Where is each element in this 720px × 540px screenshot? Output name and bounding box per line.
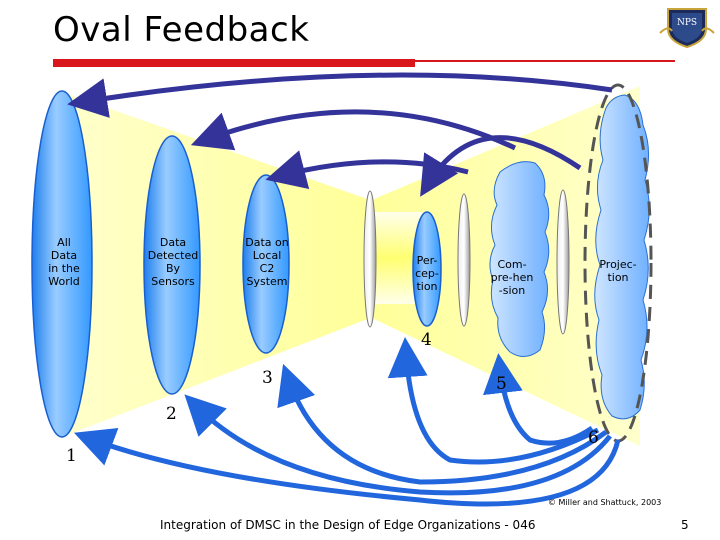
feedback-arrow-4 [387,337,600,465]
oval-sensors [143,135,201,395]
lens-3 [556,189,570,335]
label-projection: Projec- tion [599,258,637,284]
title-rule [415,60,675,62]
page-number: 5 [681,518,689,532]
label-c2: Data on Local C2 System [245,236,289,288]
feedback-arrow-top-small [265,150,469,190]
feedback-arrow-top-middle [190,109,517,151]
page-title: Oval Feedback [53,10,310,50]
feedback-arrow-2 [184,394,612,496]
oval-world [31,90,93,438]
label-sensors: Data Detected By Sensors [147,236,199,288]
footer-text: Integration of DMSC in the Design of Edg… [160,518,536,532]
projection-cloud [594,94,650,420]
lens-1 [363,190,377,328]
number-5: 5 [496,374,507,394]
number-2: 2 [166,404,177,424]
feedback-arrow-top-outer [67,72,613,118]
credit-text: © Miller and Shattuck, 2003 [548,498,662,507]
feedback-arrow-1 [73,428,621,507]
label-comprehension: Com- pre-hen -sion [490,258,534,297]
label-world: All Data in the World [48,236,80,288]
number-3: 3 [262,368,273,388]
number-6: 6 [588,428,599,448]
left-funnel [62,92,370,437]
oval-perception [412,211,442,327]
comprehension-cloud [489,161,550,357]
label-perception: Per- cep- tion [415,254,439,293]
number-1: 1 [66,446,77,466]
logo-text: NPS [677,18,697,28]
nps-logo: NPS [659,8,715,49]
feedback-arrow-5 [483,353,594,446]
title-underline [53,59,415,67]
lens-2 [457,193,471,327]
number-4: 4 [421,330,432,350]
feedback-arrow-3 [277,363,608,485]
